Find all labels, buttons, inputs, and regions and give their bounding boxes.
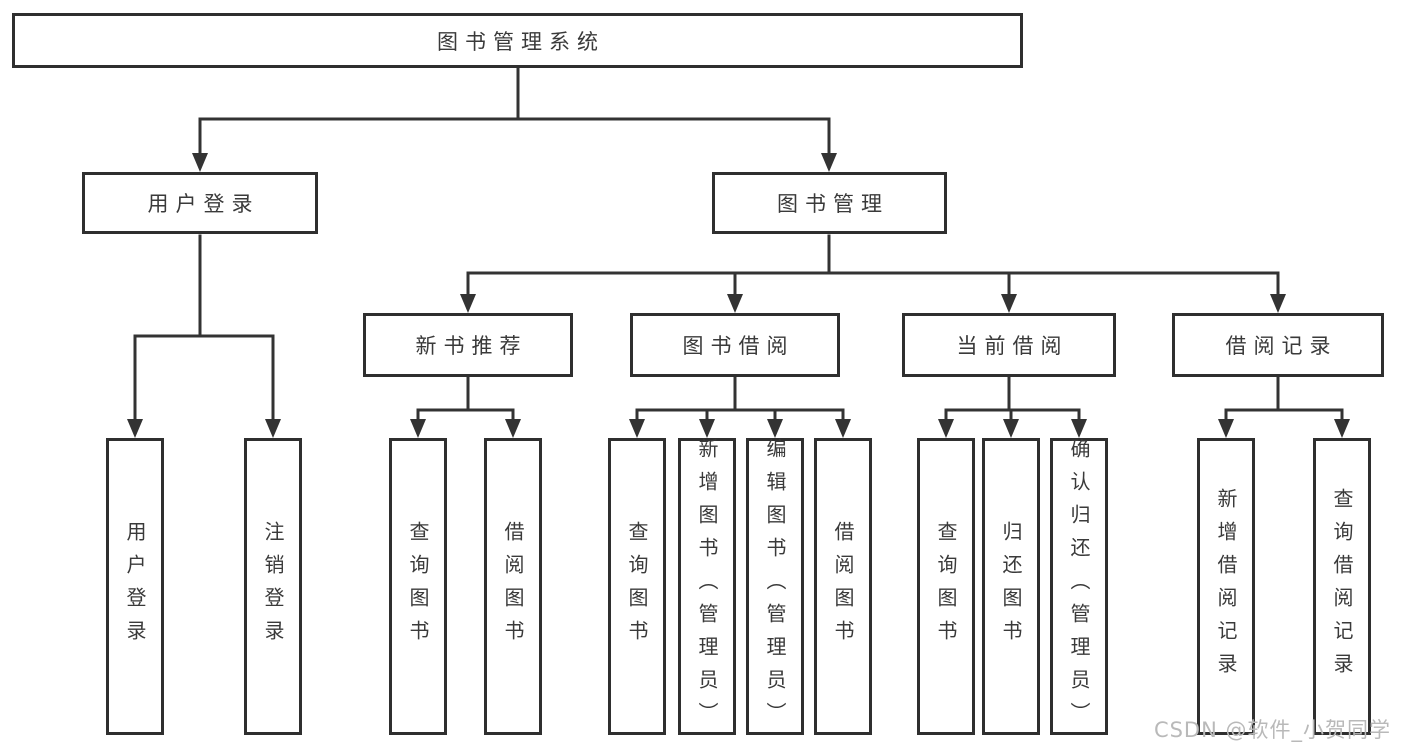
leaf-label: 用户登录 xyxy=(123,520,147,653)
node-label: 图书借阅 xyxy=(682,334,795,358)
leaf-query-books-borrow: 查询图书 xyxy=(608,438,666,735)
leaf-add-borrow-record: 新增借阅记录 xyxy=(1197,438,1255,735)
leaf-borrow-books-recommend: 借阅图书 xyxy=(484,438,542,735)
node-book-borrow: 图书借阅 xyxy=(630,313,840,377)
leaf-user-login: 用户登录 xyxy=(106,438,164,735)
leaf-query-borrow-record: 查询借阅记录 xyxy=(1313,438,1371,735)
leaf-label: 借阅图书 xyxy=(501,520,525,653)
leaf-label: 新增借阅记录 xyxy=(1214,487,1238,686)
node-book-management: 图书管理 xyxy=(712,172,947,234)
node-label: 用户登录 xyxy=(147,192,260,216)
node-borrow-records: 借阅记录 xyxy=(1172,313,1384,377)
leaf-label: 编辑图书（管理员） xyxy=(763,438,787,735)
node-user-login: 用户登录 xyxy=(82,172,318,234)
leaf-confirm-return-admin: 确认归还（管理员） xyxy=(1050,438,1108,735)
leaf-edit-book-admin: 编辑图书（管理员） xyxy=(746,438,804,735)
leaf-return-books: 归还图书 xyxy=(982,438,1040,735)
node-new-book-recommend: 新书推荐 xyxy=(363,313,573,377)
leaf-label: 查询借阅记录 xyxy=(1330,487,1354,686)
node-label: 图书管理 xyxy=(777,192,889,216)
leaf-logout-login: 注销登录 xyxy=(244,438,302,735)
watermark-csdn: CSDN @软件_小贺同学 xyxy=(1153,718,1391,742)
leaf-label: 注销登录 xyxy=(261,520,285,653)
leaf-label: 借阅图书 xyxy=(831,520,855,653)
leaf-label: 确认归还（管理员） xyxy=(1067,438,1091,735)
leaf-label: 归还图书 xyxy=(999,520,1023,653)
node-label: 图书管理系统 xyxy=(437,29,605,54)
leaf-add-book-admin: 新增图书（管理员） xyxy=(678,438,736,735)
leaf-query-books-current: 查询图书 xyxy=(917,438,975,735)
leaf-label: 查询图书 xyxy=(934,520,958,653)
node-label: 借阅记录 xyxy=(1225,334,1338,358)
leaf-label: 新增图书（管理员） xyxy=(695,438,719,735)
leaf-query-books-recommend: 查询图书 xyxy=(389,438,447,735)
node-current-borrow: 当前借阅 xyxy=(902,313,1116,377)
node-label: 新书推荐 xyxy=(415,334,528,358)
node-label: 当前借阅 xyxy=(956,334,1069,358)
node-root-system: 图书管理系统 xyxy=(12,13,1023,68)
leaf-label: 查询图书 xyxy=(625,520,649,653)
leaf-borrow-books: 借阅图书 xyxy=(814,438,872,735)
leaf-label: 查询图书 xyxy=(406,520,430,653)
